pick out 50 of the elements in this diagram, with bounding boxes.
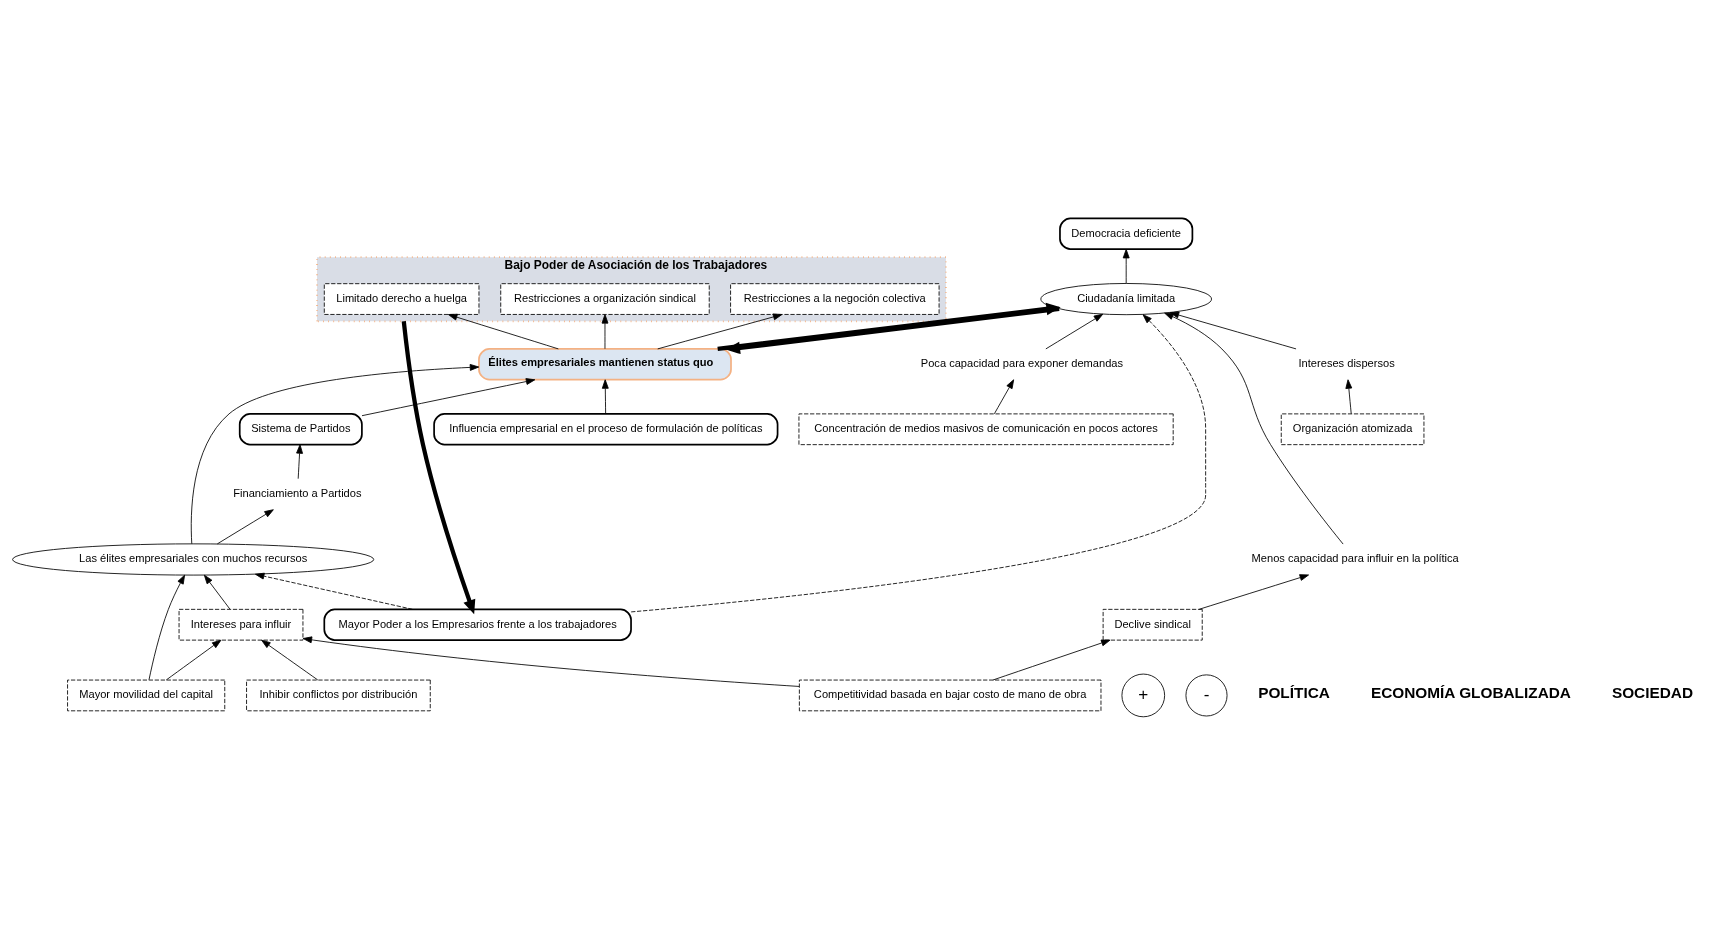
arrow xyxy=(216,508,274,544)
arrow xyxy=(1198,573,1309,610)
label: SOCIEDAD xyxy=(1611,683,1693,701)
node-circle: - xyxy=(1185,673,1228,716)
arrow xyxy=(255,572,413,610)
node-text: Poca capacidad para exponer demandas xyxy=(920,356,1124,369)
label: ECONOMÍA GLOBALIZADA xyxy=(1370,683,1571,701)
node-box: Élites empresariales mantienen status quo xyxy=(478,347,732,381)
node-box: Limitado derecho a huelga xyxy=(323,282,480,315)
node-box: Inhibir conflictos por distribución xyxy=(246,679,431,711)
node-box: Mayor Poder a los Empresarios frente a los trabajadores xyxy=(323,608,632,641)
arrow xyxy=(601,378,609,414)
arrow xyxy=(261,639,319,680)
node-box: Competitividad basada en bajar costo de mano de obra xyxy=(798,679,1102,711)
node-box: Concentración de medios masivos de comunicación en pocos actores xyxy=(798,412,1174,445)
arrow xyxy=(401,320,476,614)
arrow xyxy=(190,363,480,544)
node-circle: + xyxy=(1121,673,1166,717)
arrow xyxy=(1345,378,1353,414)
node-ellipse: Las élites empresariales con muchos recursos xyxy=(12,542,375,575)
arrow xyxy=(657,313,783,349)
node-text: Intereses dispersos xyxy=(1298,356,1395,369)
arrow xyxy=(203,574,231,610)
arrow xyxy=(302,635,800,687)
arrow xyxy=(148,574,186,680)
arrow xyxy=(296,443,303,479)
node-box: Restricciones a organización sindical xyxy=(500,282,710,315)
node-box: Mayor movilidad del capital xyxy=(67,679,226,711)
node-box: Sistema de Partidos xyxy=(238,412,363,445)
arrow xyxy=(1122,248,1130,284)
node-text: Menos capacidad para influir en la política xyxy=(1251,551,1459,564)
node-box: Influencia empresarial en el proceso de formulación de políticas xyxy=(433,412,779,445)
label: POLÍTICA xyxy=(1258,683,1330,701)
arrow xyxy=(993,378,1015,414)
node-box: Organización atomizada xyxy=(1280,412,1425,445)
node-box: Democracia deficiente xyxy=(1059,217,1194,250)
node-box: Intereses para influir xyxy=(178,608,304,641)
arrow xyxy=(725,306,1060,354)
node-text: Financiamiento a Partidos xyxy=(233,486,362,499)
node-box: Declive sindical xyxy=(1102,608,1203,641)
arrow xyxy=(630,313,1207,612)
arrow xyxy=(1164,312,1344,544)
arrow xyxy=(992,639,1111,680)
arrow xyxy=(165,639,222,680)
arrow xyxy=(448,313,559,349)
arrow xyxy=(361,377,536,416)
arrow xyxy=(601,313,609,349)
arrow xyxy=(1169,311,1297,349)
arrow xyxy=(1045,313,1104,349)
node-box: Restricciones a la negoción colectiva xyxy=(730,282,940,315)
